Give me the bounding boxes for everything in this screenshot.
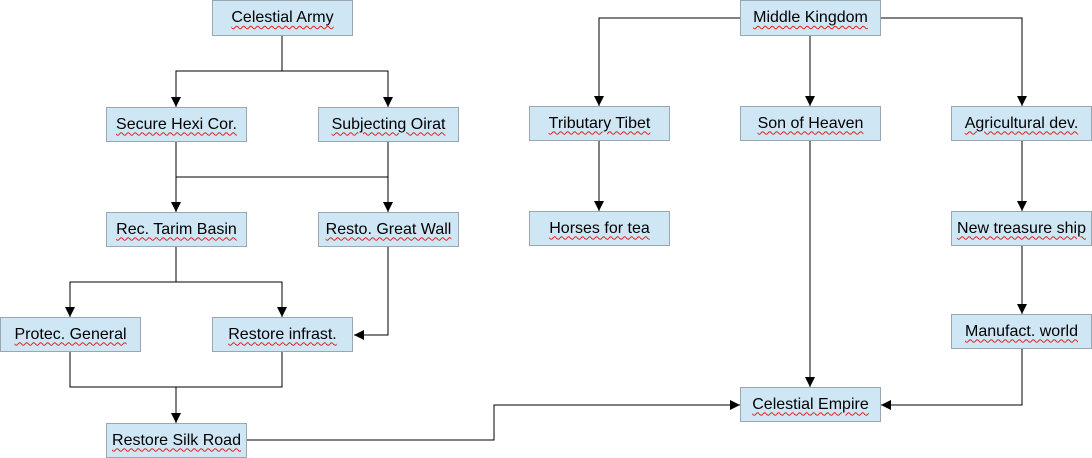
node-label: Agricultural dev. bbox=[964, 114, 1079, 132]
node-celestial-army[interactable]: Celestial Army bbox=[212, 0, 353, 36]
node-label: Celestial Empire bbox=[752, 395, 869, 413]
node-label: Resto. Great Wall bbox=[325, 220, 452, 238]
edge-celestial-army-to-subjecting-oirat bbox=[282, 70, 393, 107]
node-label: Horses for tea bbox=[549, 219, 650, 237]
node-label: Middle Kingdom bbox=[753, 9, 868, 26]
node-protec-general[interactable]: Protec. General bbox=[0, 317, 141, 352]
node-son-of-heaven[interactable]: Son of Heaven bbox=[740, 106, 881, 141]
node-middle-kingdom[interactable]: Middle Kingdom bbox=[740, 0, 881, 36]
node-label: Protec. General bbox=[14, 325, 127, 343]
node-label: Manufact. world bbox=[965, 322, 1078, 340]
node-label: New treasure ship bbox=[957, 219, 1086, 237]
edge-rec-tarim-to-protec-general bbox=[65, 247, 177, 317]
edge-resto-great-wall-to-restore-infrast bbox=[354, 247, 389, 340]
node-label: Son of Heaven bbox=[757, 114, 864, 132]
edge-protec-general-to-restore-silk-road bbox=[69, 352, 283, 388]
node-secure-hexi-cor[interactable]: Secure Hexi Cor. bbox=[106, 107, 247, 142]
node-label: Celestial Army bbox=[231, 9, 334, 26]
node-label: Rec. Tarim Basin bbox=[116, 220, 237, 238]
edge-manufact-world-to-celestial-empire bbox=[881, 349, 1023, 410]
edge-restore-silk-road-to-celestial-empire bbox=[246, 400, 740, 441]
node-label: Subjecting Oirat bbox=[331, 115, 446, 133]
edge-celestial-army-to-secure-hexi bbox=[171, 36, 283, 107]
edge-subjecting-oirat-to-rec-tarim bbox=[176, 142, 389, 178]
node-label: Secure Hexi Cor. bbox=[116, 115, 237, 133]
node-restore-infrast[interactable]: Restore infrast. bbox=[212, 317, 353, 352]
node-agricultural-dev[interactable]: Agricultural dev. bbox=[951, 106, 1092, 141]
edge-rec-tarim-to-restore-infrast bbox=[176, 281, 287, 317]
node-horses-for-tea[interactable]: Horses for tea bbox=[529, 211, 670, 246]
node-label: Restore infrast. bbox=[228, 325, 337, 343]
node-resto-great-wall[interactable]: Resto. Great Wall bbox=[318, 212, 459, 247]
edge-middle-kingdom-to-agricultural-dev bbox=[880, 17, 1027, 106]
node-new-treasure-ship[interactable]: New treasure ship bbox=[951, 211, 1092, 246]
node-label: Restore Silk Road bbox=[112, 431, 241, 449]
node-label: Tributary Tibet bbox=[548, 114, 651, 132]
node-tributary-tibet[interactable]: Tributary Tibet bbox=[529, 106, 670, 141]
node-restore-silk-road[interactable]: Restore Silk Road bbox=[106, 423, 247, 458]
edge-middle-kingdom-to-tributary-tibet bbox=[594, 17, 740, 106]
node-celestial-empire[interactable]: Celestial Empire bbox=[740, 387, 881, 422]
node-manufact-world[interactable]: Manufact. world bbox=[951, 314, 1092, 349]
node-subjecting-oirat[interactable]: Subjecting Oirat bbox=[318, 107, 459, 142]
node-rec-tarim-basin[interactable]: Rec. Tarim Basin bbox=[106, 212, 247, 247]
